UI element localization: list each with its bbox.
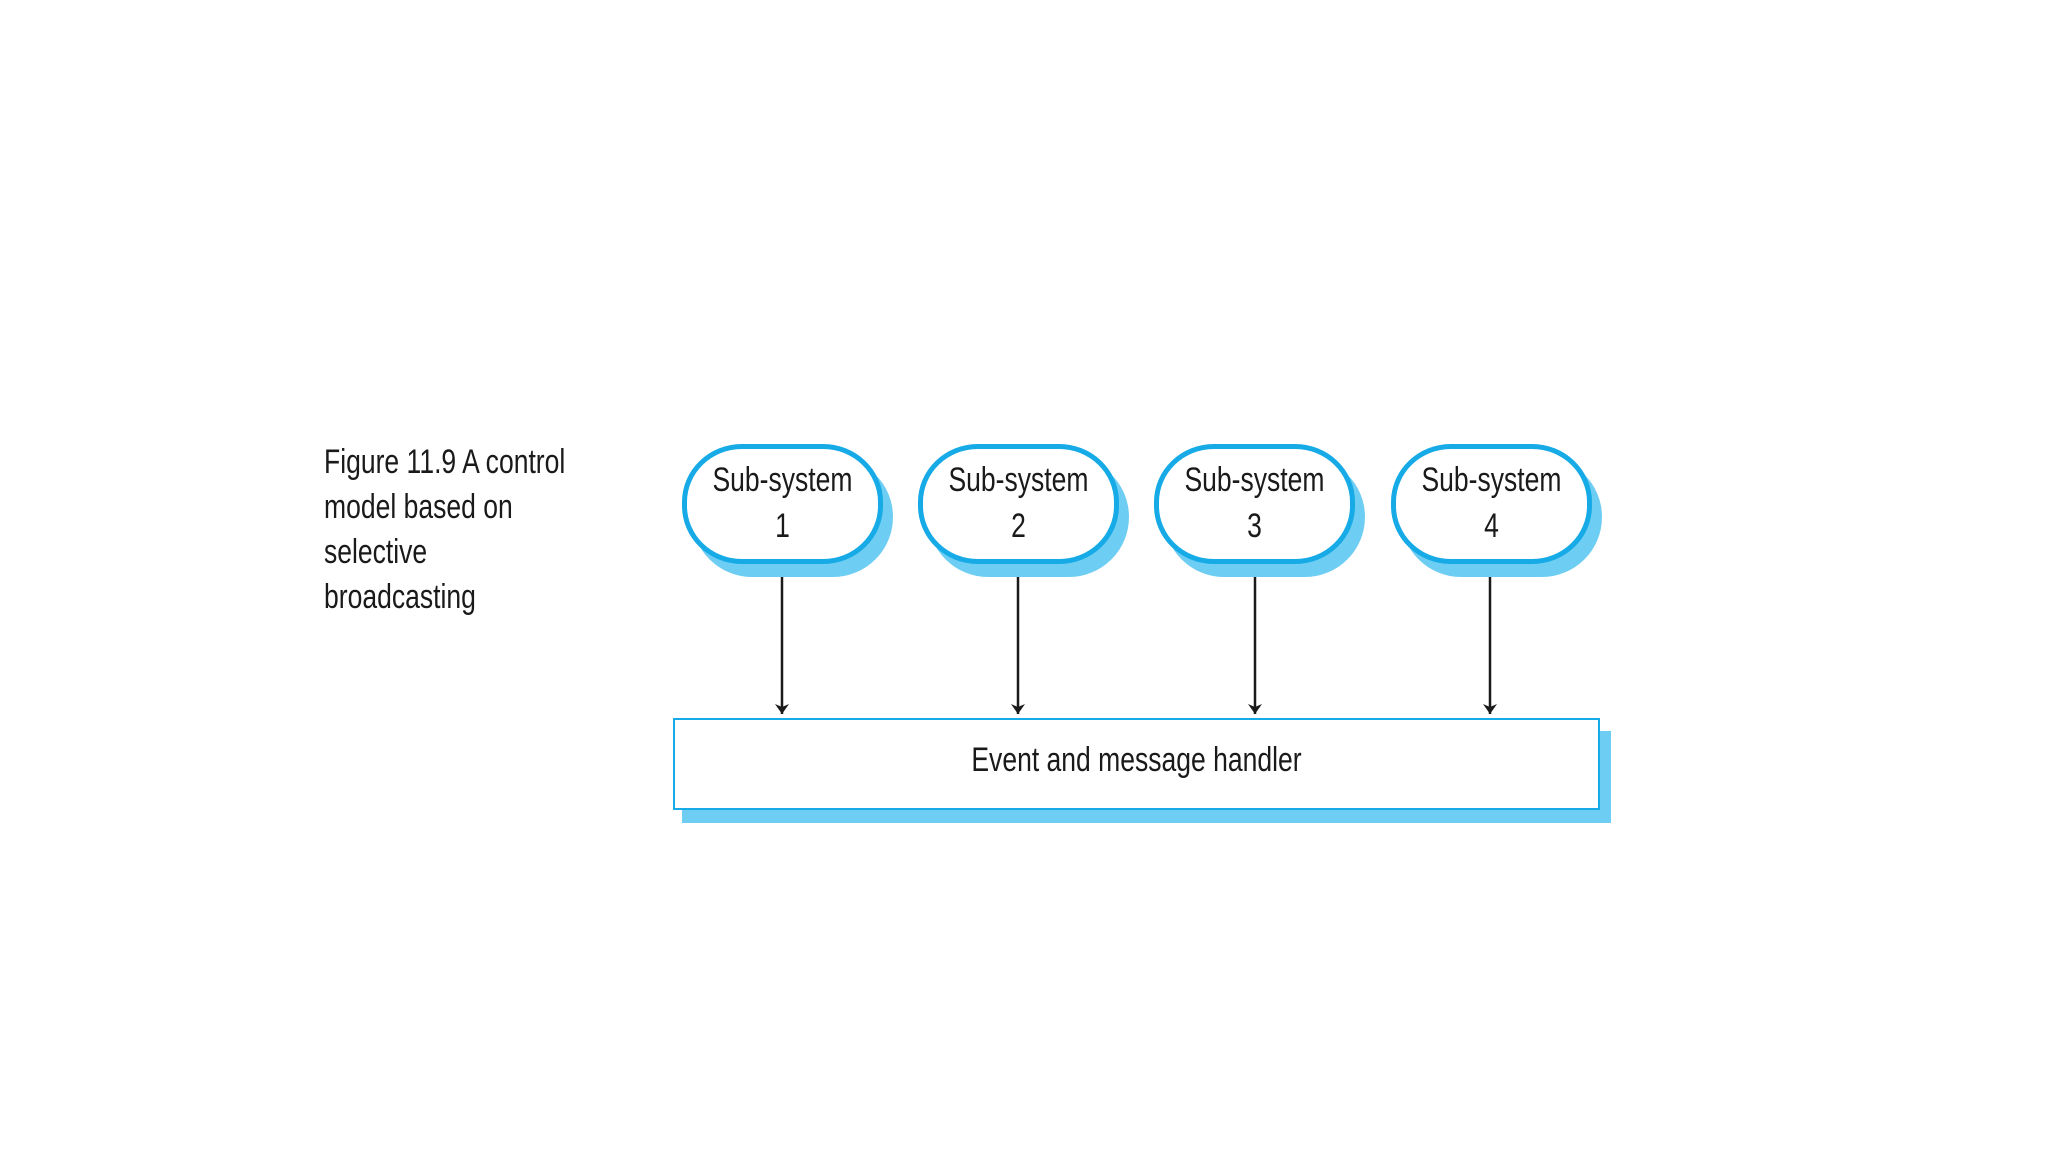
node-body: Event and message handler [673,718,1600,810]
node-label: Sub-system [712,461,853,499]
handler-label: Event and message handler [971,741,1302,779]
node-number: 2 [1011,507,1026,545]
subsystem-2-node: Sub-system 2 [918,444,1129,577]
node-body: Sub-system 3 [1154,444,1355,564]
node-body: Sub-system 4 [1391,444,1592,564]
subsystem-4-node: Sub-system 4 [1391,444,1602,577]
figure-caption: Figure 11.9 A control model based on sel… [324,440,589,620]
node-body: Sub-system 2 [918,444,1119,564]
subsystem-3-node: Sub-system 3 [1154,444,1365,577]
subsystem-1-node: Sub-system 1 [682,444,893,577]
node-number: 3 [1247,507,1262,545]
caption-line: selective [324,533,428,571]
node-body: Sub-system 1 [682,444,883,564]
caption-line: broadcasting [324,578,476,616]
caption-line: Figure 11.9 A control [324,443,566,481]
node-number: 4 [1484,507,1499,545]
caption-line: model based on [324,488,513,526]
node-label: Sub-system [1184,461,1325,499]
node-number: 1 [775,507,790,545]
node-label: Sub-system [948,461,1089,499]
event-message-handler-node: Event and message handler [673,718,1611,823]
node-label: Sub-system [1421,461,1562,499]
